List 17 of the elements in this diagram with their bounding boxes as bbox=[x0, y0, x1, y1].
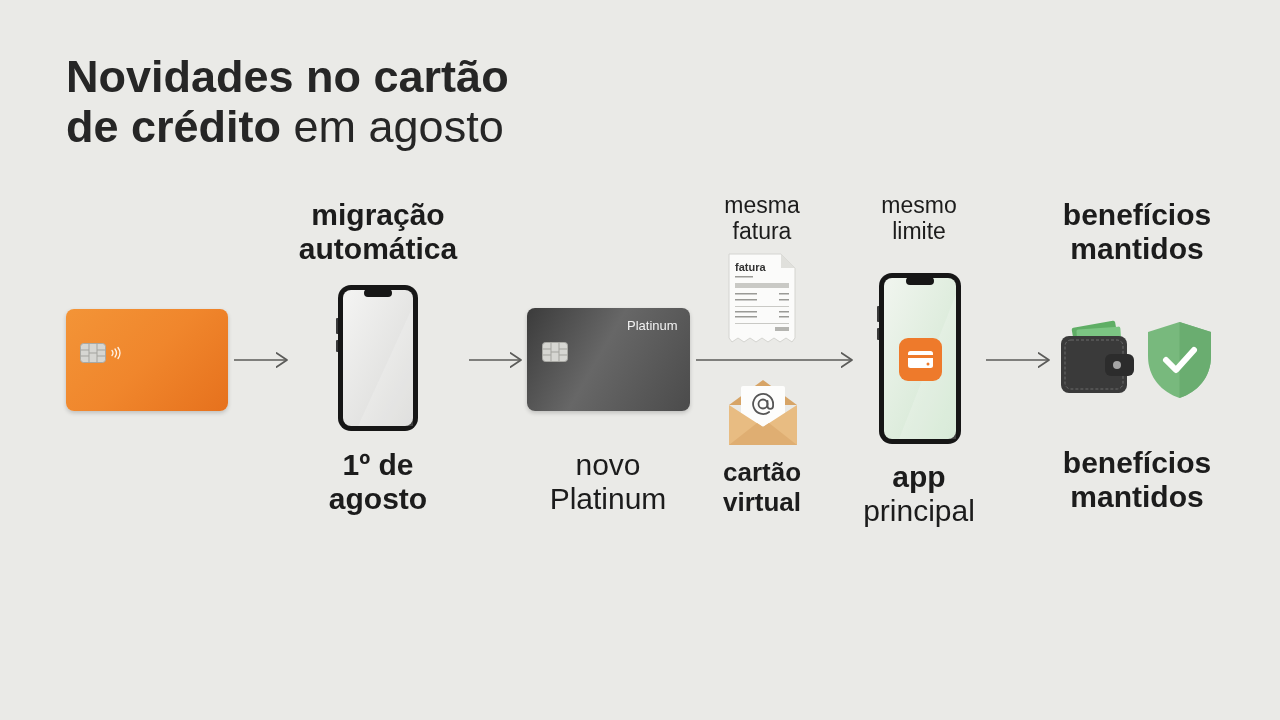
card-label: Platinum bbox=[627, 318, 678, 333]
step-label: benefícios mantidos bbox=[1062, 446, 1212, 514]
credit-card bbox=[66, 309, 228, 411]
step-label: app principal bbox=[863, 460, 975, 528]
arrow bbox=[233, 352, 288, 368]
document-title: fatura bbox=[735, 261, 766, 274]
step-label: 1º de agosto bbox=[328, 448, 428, 516]
step-label: novo Platinum bbox=[549, 448, 667, 516]
arrow bbox=[695, 352, 853, 368]
title: Novidades no cartão de crédito em agosto bbox=[66, 52, 510, 152]
arrow bbox=[985, 352, 1050, 368]
step-label: benefícios mantidos bbox=[1062, 198, 1212, 266]
step-label: cartão virtual bbox=[723, 457, 801, 517]
arrow bbox=[468, 352, 522, 368]
step-label: mesma fatura bbox=[724, 192, 800, 244]
step-label: migração automática bbox=[298, 198, 458, 266]
step-label: mesmo limite bbox=[881, 192, 957, 244]
